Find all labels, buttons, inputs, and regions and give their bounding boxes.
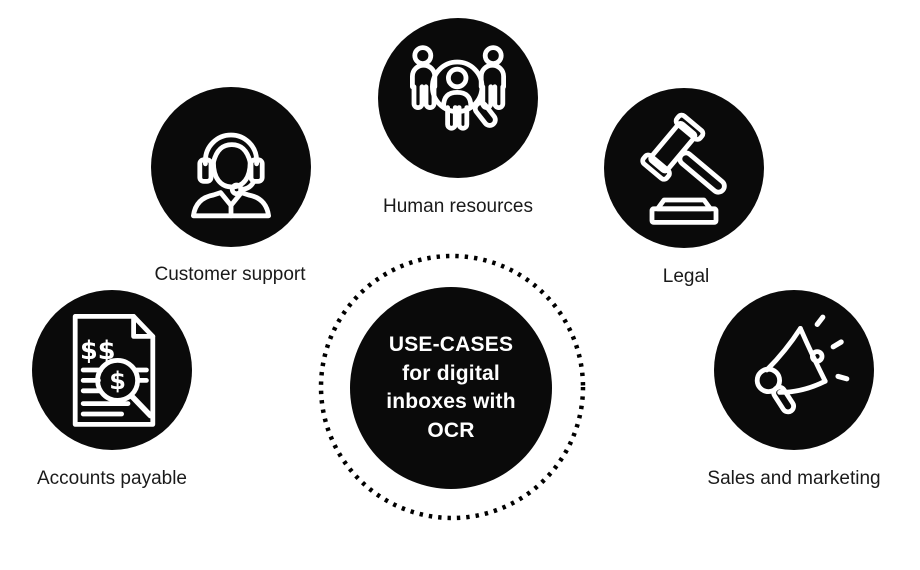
legal-label: Legal (662, 266, 710, 287)
diagram-title: USE-CASES for digital inboxes with OCR (386, 331, 516, 445)
title-line-3: inboxes with (386, 390, 516, 413)
title-line-1: USE-CASES (388, 333, 514, 356)
sales-marketing-label: Sales and marketing (707, 468, 881, 489)
people-search-icon (410, 45, 506, 131)
gavel-icon (640, 112, 727, 225)
human-resources-label: Human resources (383, 196, 533, 217)
megaphone-icon (754, 314, 850, 415)
lens-dollar-text: $ (109, 367, 126, 395)
sales-marketing-circle (714, 290, 874, 450)
invoice-search-icon: $$ $ (72, 314, 156, 427)
accounts-payable-circle: $$ $ (32, 290, 192, 450)
human-resources-circle (378, 18, 538, 178)
title-line-2: for digital (402, 361, 500, 385)
accounts-payable-label: Accounts payable (37, 468, 187, 489)
center-circle: USE-CASES for digital inboxes with OCR (350, 287, 552, 489)
dotted-ring (318, 253, 586, 521)
support-headset-icon (191, 132, 271, 219)
customer-support-circle (151, 87, 311, 247)
title-line-4: OCR (427, 418, 475, 442)
invoice-dollars-text: $$ (80, 336, 116, 366)
customer-support-label: Customer support (154, 264, 306, 285)
legal-circle (604, 88, 764, 248)
